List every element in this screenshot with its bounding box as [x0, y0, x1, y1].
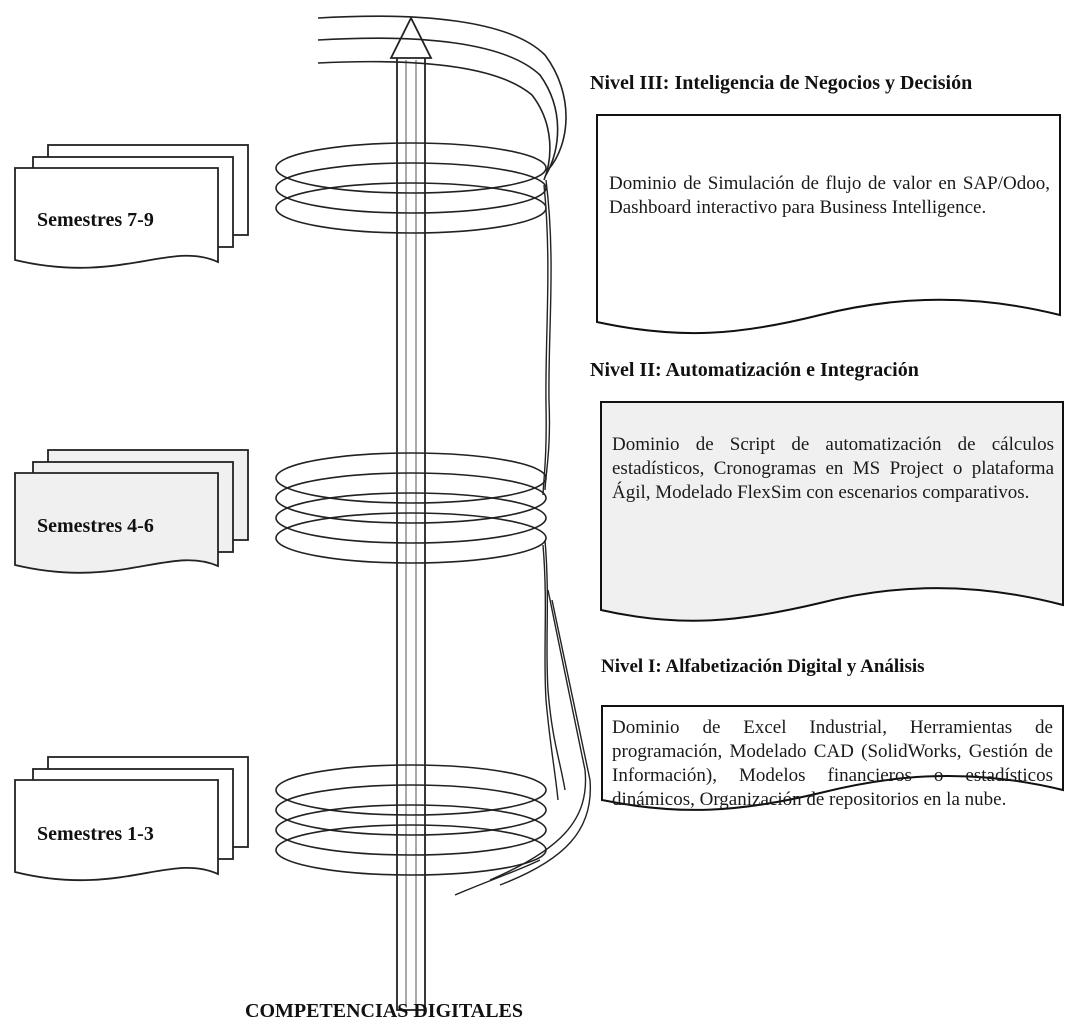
nivel-3-heading: Nivel III: Inteligencia de Negocios y De…	[590, 72, 973, 94]
semesters-4-6-label: Semestres 4-6	[37, 515, 154, 537]
nivel-3-text: Dominio de Simulación de flujo de valor …	[609, 173, 1050, 218]
nivel-2-text: Dominio de Script de automatización de c…	[612, 434, 1054, 503]
nivel-1-text: Dominio de Excel Industrial, Herramienta…	[612, 717, 1053, 810]
spiral-top-arcs	[317, 15, 567, 181]
nivel-1-heading: Nivel I: Alfabetización Digital y Anális…	[601, 656, 925, 677]
spiral-strands	[454, 179, 592, 896]
semesters-7-9-label: Semestres 7-9	[37, 209, 154, 231]
semesters-4-6-stack	[14, 449, 249, 574]
nivel-3-box	[596, 114, 1061, 335]
central-axis	[389, 15, 433, 1011]
nivel-2-heading: Nivel II: Automatización e Integración	[590, 359, 919, 381]
nivel-2-box	[600, 401, 1064, 622]
coil-rings-middle	[275, 452, 547, 564]
semesters-1-3-label: Semestres 1-3	[37, 823, 154, 845]
semesters-1-3-stack	[14, 756, 249, 882]
diagram-title: COMPETENCIAS DIGITALES	[245, 1000, 524, 1022]
semesters-7-9-stack	[14, 144, 249, 269]
nivel-1-box	[601, 705, 1064, 811]
coil-rings-bottom	[275, 764, 547, 876]
